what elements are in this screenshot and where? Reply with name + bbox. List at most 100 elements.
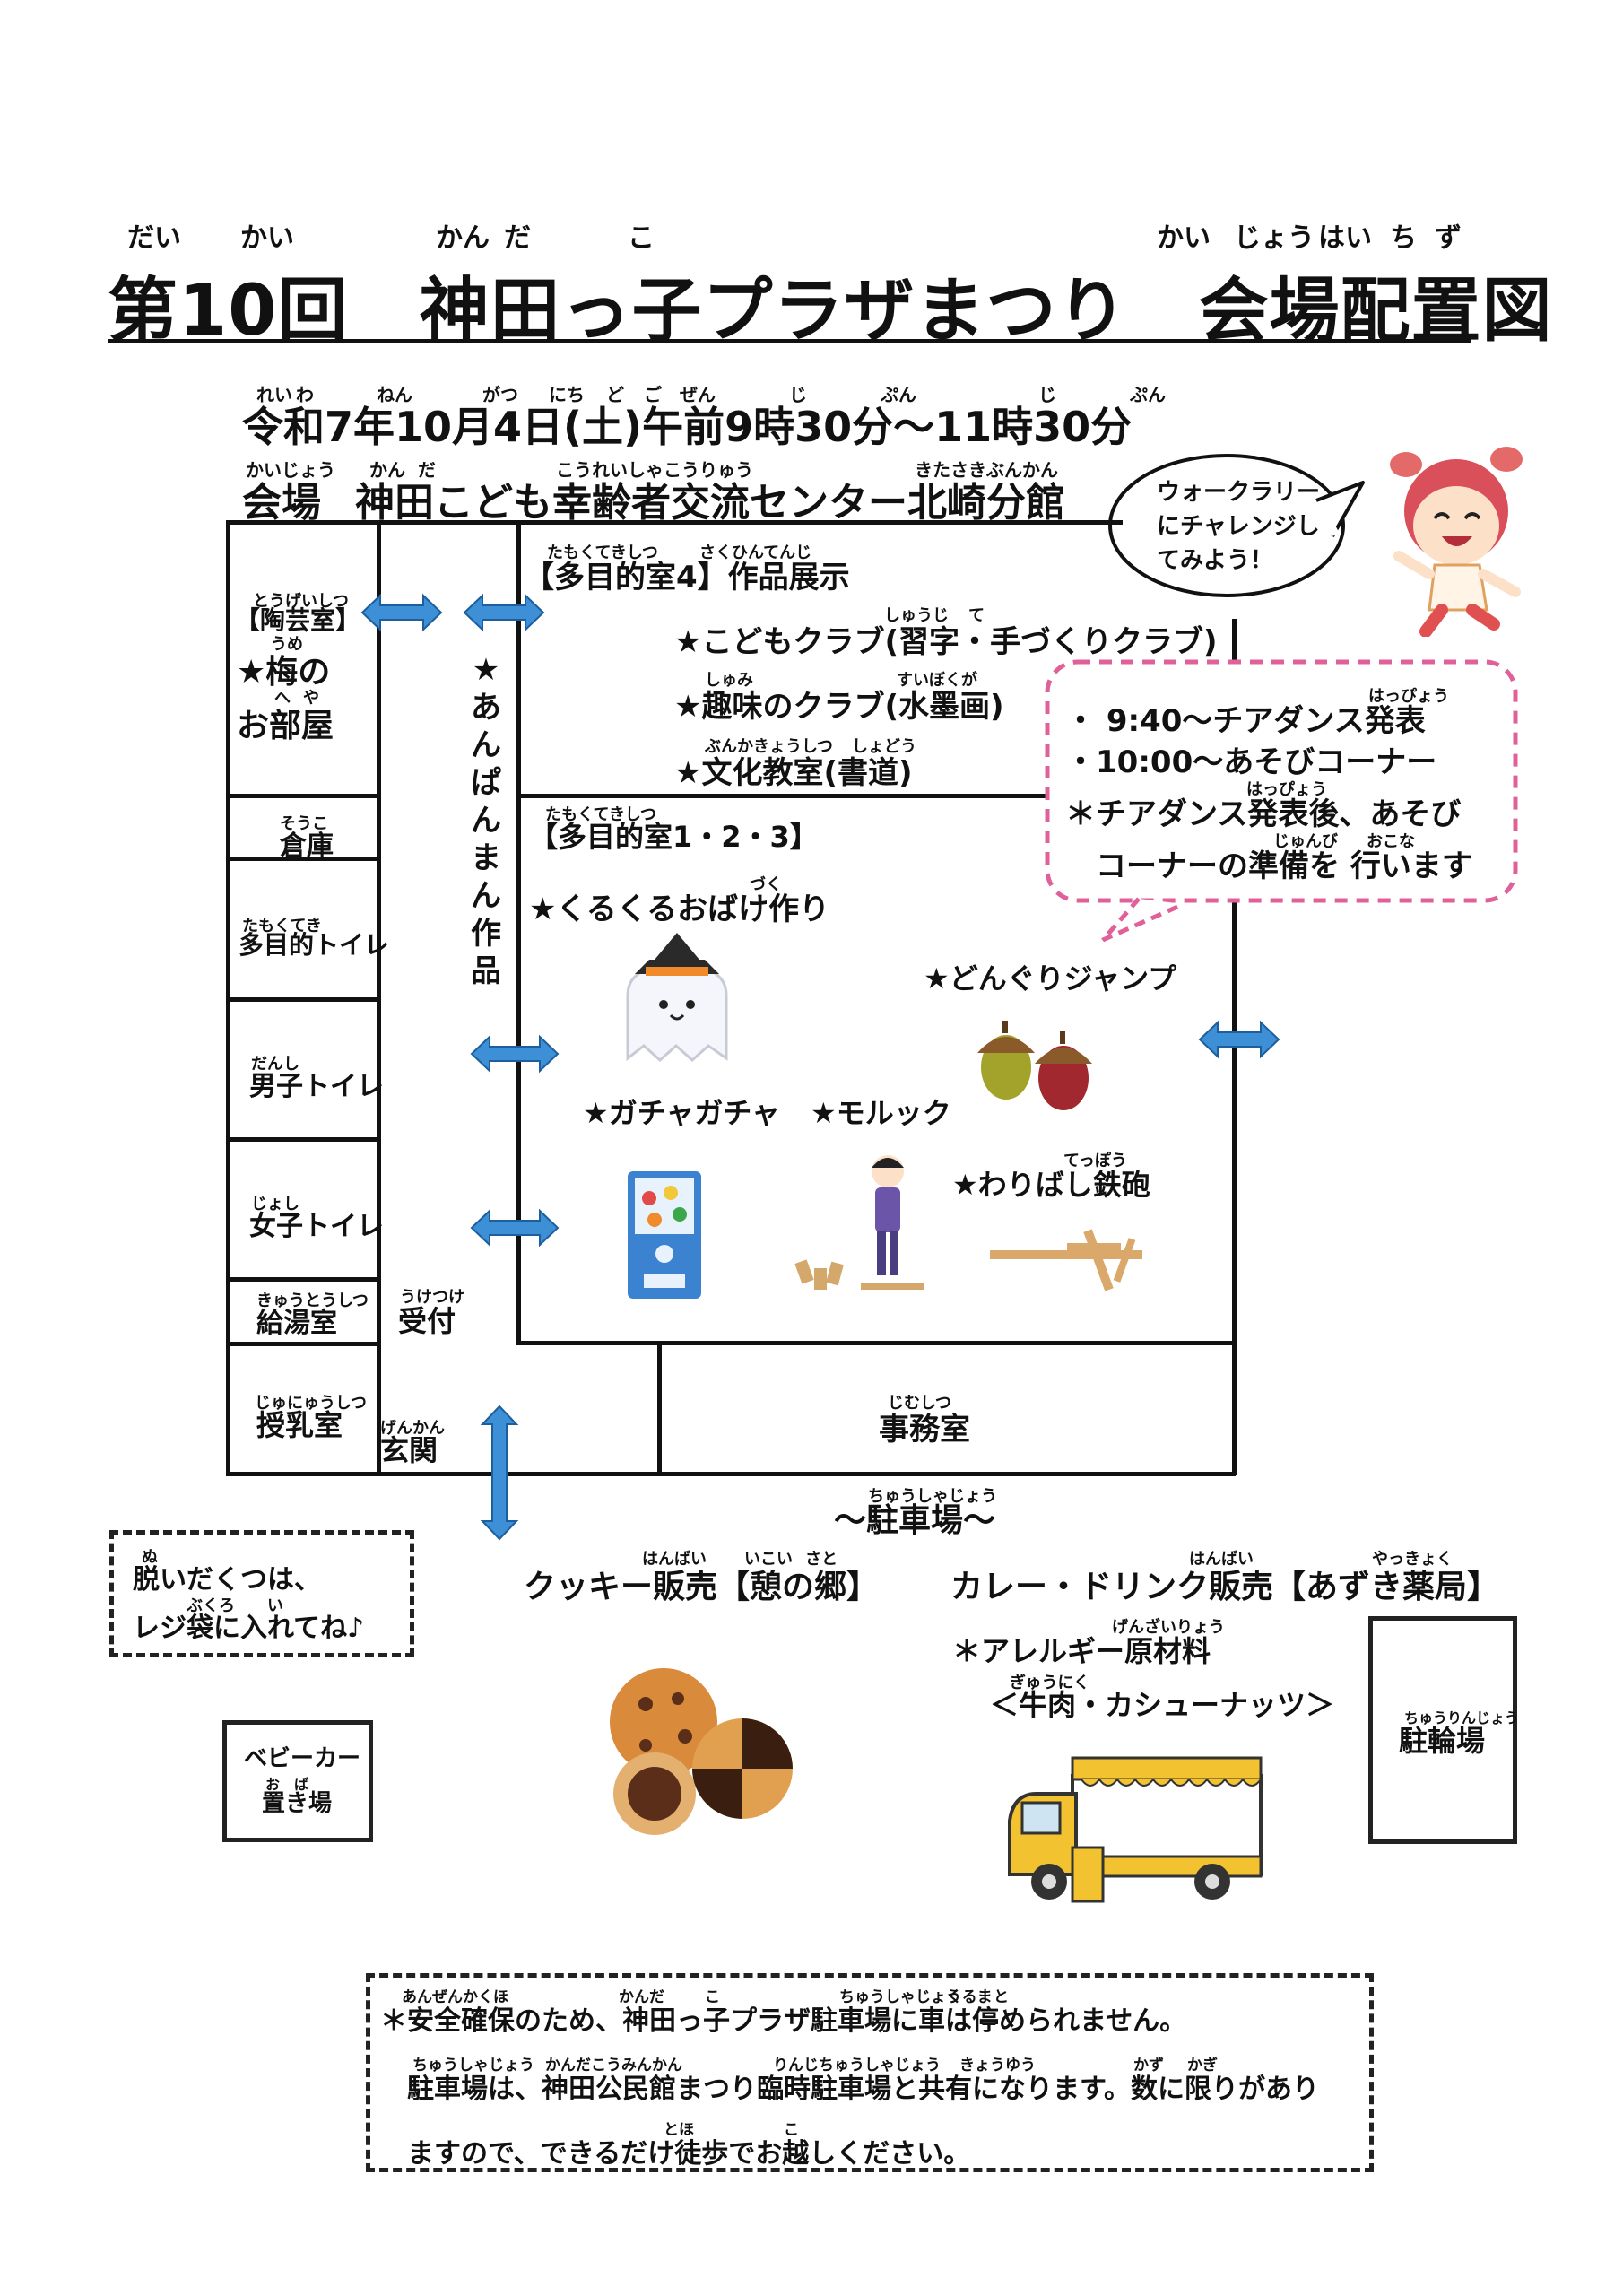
acorn-icon (977, 1021, 1092, 1110)
multi4-ruby-2: さくひんてんじ (699, 544, 812, 562)
divider-storage (226, 857, 380, 861)
date-ruby-7: ご (644, 384, 662, 405)
ghost-activity: ★くるくるおばけ作り (529, 891, 830, 927)
multi123-label: 【多目的室1・2・3】 (529, 820, 819, 854)
corridor-wall (516, 520, 521, 1345)
stroller-parking-box (222, 1720, 373, 1842)
entrance-ruby: げんかん (380, 1419, 445, 1438)
parking-notice-box (366, 1973, 1374, 2172)
venue-ruby-4: きたさきぶんかん (915, 459, 1058, 481)
reception-ruby: うけつけ (400, 1288, 464, 1307)
acorn-activity: ★どんぐりジャンプ (924, 961, 1177, 996)
venue-name: 神田こども幸齢者交流センター北崎分館 (355, 480, 1065, 526)
footer-ruby-10: きょうゆう (959, 2057, 1036, 2074)
title-ruby-ko: こ (628, 222, 655, 254)
shoes-ruby-2: ぶくろ (187, 1596, 235, 1615)
venue-ruby-1: かん (369, 459, 405, 481)
title-ruby-hai: はい (1318, 222, 1372, 254)
chopstick-ruby: てっぽう (1063, 1152, 1127, 1170)
nursing-room-label: 授乳室 (256, 1408, 343, 1442)
schedule-ruby-2: はっぴょう (1246, 780, 1327, 799)
office-left-wall (657, 1341, 662, 1475)
footer-ruby-6: と (994, 1988, 1009, 2006)
divider-mens (226, 1137, 380, 1142)
door-arrow-icon (360, 593, 443, 632)
anpanman-exhibit: ★ あ ん ぱ ん ま ん 作 品 (466, 651, 506, 990)
anpanman-char: 品 (471, 953, 501, 989)
footer-line-1: ＊安全確保のため、神田っ子プラザ駐車場に車は停められません。 (380, 2005, 1187, 2037)
shoes-note-box (109, 1530, 414, 1657)
footer-line-2: 駐車場は、神田公民館まつり臨時駐車場と共有になります。数に限りがあり (380, 2074, 1319, 2105)
anpanman-char: ん (471, 803, 501, 839)
date-ruby-9: じ (789, 384, 807, 405)
multi4-item-ruby-6: しょどう (852, 737, 916, 756)
title-ruby-zu: ず (1435, 222, 1462, 254)
anpanman-char: ん (471, 878, 501, 914)
door-arrow-icon (463, 593, 545, 632)
molkky-player-icon (794, 1155, 924, 1290)
mens-ruby: だんし (251, 1055, 299, 1074)
multi-toilet-label: 多目的トイレ (239, 930, 390, 960)
footer-ruby-2: かんだ (619, 1988, 664, 2006)
title-ruby-dai: だい (127, 222, 181, 254)
bicycle-ruby: ちゅうりんじょう (1404, 1709, 1520, 1726)
pottery-ruby-he: へ (274, 689, 291, 708)
footer-ruby-1: あんぜんかくほ (402, 1988, 508, 2006)
multi123-top-wall (516, 794, 1236, 798)
schedule-ruby-3: じゅんび (1273, 832, 1338, 851)
schedule-ruby-1: はっぴょう (1368, 687, 1449, 706)
ghost-ruby: づく (750, 875, 782, 894)
venue-label: 会場 (242, 480, 321, 526)
footer-ruby-7: ちゅうしゃじょう (412, 2057, 534, 2074)
footer-line-3: ますので、できるだけ徒歩でお越しください。 (380, 2138, 971, 2170)
allergy-items-ruby: ぎゅうにく (1010, 1674, 1090, 1692)
anpanman-char: ん (471, 727, 501, 763)
pottery-ruby-ya: や (303, 689, 319, 708)
schedule-line-1: ・ 9:40～チアダンス発表 (1065, 703, 1426, 739)
bicycle-parking-box (1368, 1616, 1517, 1844)
multi4-item-ruby-1: しゅうじ (884, 606, 949, 625)
speech-bubble-text: ウォークラリー にチャレンジし てみよう！ (1157, 479, 1321, 574)
date-ruby-8: ぜん (680, 384, 716, 405)
cookie-ruby-3: さと (805, 1550, 838, 1569)
multi4-item-3: ★文化教室(書道) (674, 755, 913, 791)
cookie-sale-label: クッキー販売【憩の郷】 (524, 1569, 880, 1605)
pottery-content-2: お部屋 (237, 708, 334, 744)
pottery-ruby-ume: うめ (271, 635, 303, 654)
venue-label-ruby: かいじょう (246, 459, 335, 481)
pottery-content-1: ★梅の (237, 654, 331, 691)
multi4-item-2: ★趣味のクラブ(水墨画) (674, 689, 1004, 725)
shoes-note-line-2: レジ袋に入れてね♪ (133, 1613, 365, 1644)
page-title: 第10回 神田っ子プラザまつり 会場配置図 (108, 271, 1553, 352)
title-ruby-kai: かい (240, 222, 294, 254)
cookie-ruby-1: はんばい (642, 1550, 707, 1569)
storage-label: 倉庫 (280, 831, 334, 862)
allergy-note: ＊アレルギー原材料 (952, 1634, 1211, 1668)
footer-ruby-9: りんじちゅうしゃじょう (773, 2057, 941, 2074)
date-ruby-10: ぷん (881, 384, 916, 405)
date-ruby-12: ぷん (1130, 384, 1166, 405)
nursing-ruby: じゅにゅうしつ (255, 1394, 367, 1413)
chopstick-gun-icon (990, 1229, 1142, 1292)
anpanman-char: 作 (471, 916, 501, 952)
shoes-note-line-1: 脱いだくつは、 (133, 1564, 321, 1596)
curry-ruby-2: やっきょく (1372, 1550, 1453, 1569)
footer-ruby-3: こ (705, 1988, 720, 2006)
pottery-ruby: とうげいしつ (253, 592, 349, 611)
womens-ruby: じょし (251, 1195, 299, 1213)
parking-label: ～駐車場～ (834, 1502, 996, 1539)
office-ruby: じむしつ (888, 1394, 951, 1413)
schedule-line-2: ・10:00～あそびコーナー (1065, 744, 1437, 780)
multi123-ruby: たもくてきしつ (545, 805, 656, 824)
shoes-ruby-1: ぬ (142, 1548, 158, 1567)
footer-ruby-8: かんだこうみんかん (545, 2057, 682, 2074)
speech-bubble (1108, 454, 1365, 597)
divider-multitoilet (226, 997, 380, 1002)
door-arrow-icon (1198, 1020, 1280, 1059)
title-underline (108, 339, 1471, 343)
event-date: 令和7年10月4日(土)午前9時30分～11時30分 (242, 403, 1133, 451)
title-ruby-kan: かん (436, 222, 490, 254)
anpanman-char: ★ (472, 652, 500, 688)
reception-label: 受付 (398, 1304, 456, 1338)
parking-ruby: ちゅうしゃじょう (868, 1487, 997, 1506)
